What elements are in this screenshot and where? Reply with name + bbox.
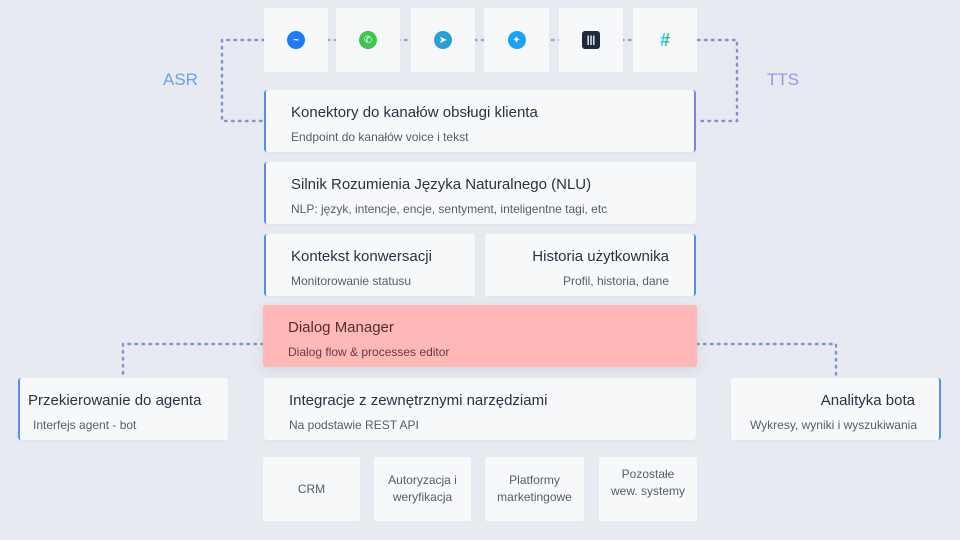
system-auth: Autoryzacja i weryfikacja (374, 457, 471, 521)
channel-tile-twitter: ✦ (484, 8, 549, 72)
nlu-title: Silnik Rozumienia Języka Naturalnego (NL… (291, 176, 592, 193)
asr-label: ASR (163, 70, 198, 89)
integrations-card: Integracje z zewnętrznymi narzędziami Na… (264, 378, 696, 440)
slack-icon: # (659, 29, 670, 50)
history-subtitle: Profil, historia, dane (562, 274, 669, 288)
telegram-icon: ➤ (434, 31, 452, 49)
messenger-icon: ~ (287, 31, 305, 49)
asr-line (220, 38, 266, 123)
history-card: Historia użytkownika Profil, historia, d… (485, 234, 696, 296)
system-marketing: Platformy marketingowe (485, 457, 584, 521)
connectors-card: Konektory do kanałów obsługi klienta End… (264, 90, 696, 152)
analytics-title: Analityka bota (820, 392, 915, 409)
agent-title: Przekierowanie do agenta (28, 392, 202, 409)
channel-tile-intercom: ||| (559, 8, 623, 72)
whatsapp-icon: ✆ (359, 31, 377, 49)
dialog-manager-card: Dialog Manager Dialog flow & processes e… (263, 305, 697, 367)
analytics-line (695, 342, 838, 380)
channel-tile-whatsapp: ✆ (336, 8, 400, 72)
context-card: Kontekst konwersacji Monitorowanie statu… (264, 234, 475, 296)
system-other: Pozostałe wew. systemy (599, 457, 697, 521)
context-title: Kontekst konwersacji (291, 248, 432, 265)
analytics-subtitle: Wykresy, wyniki i wyszukiwania (749, 418, 917, 432)
nlu-card: Silnik Rozumienia Języka Naturalnego (NL… (264, 162, 696, 224)
agent-subtitle: Interfejs agent - bot (33, 418, 137, 432)
integrations-subtitle: Na podstawie REST API (289, 418, 419, 432)
channel-tile-telegram: ➤ (411, 8, 475, 72)
channel-tile-slack: # (633, 8, 697, 72)
nlu-subtitle: NLP: język, intencje, encje, sentyment, … (291, 202, 608, 216)
history-title: Historia użytkownika (532, 248, 669, 265)
twitter-icon: ✦ (507, 31, 526, 49)
connectors-subtitle: Endpoint do kanałów voice i tekst (291, 130, 469, 144)
agent-line (121, 342, 265, 380)
system-crm: CRM (263, 457, 360, 521)
dialog-subtitle: Dialog flow & processes editor (288, 345, 450, 359)
tts-line (696, 38, 739, 123)
connectors-title: Konektory do kanałów obsługi klienta (291, 104, 538, 121)
tts-label: TTS (767, 70, 800, 89)
context-subtitle: Monitorowanie statusu (291, 274, 412, 288)
agent-card: Przekierowanie do agenta Interfejs agent… (18, 378, 228, 440)
integrations-title: Integracje z zewnętrznymi narzędziami (289, 392, 548, 409)
channel-tile-messenger: ~ (264, 8, 328, 72)
intercom-icon: ||| (582, 31, 600, 49)
analytics-card: Analityka bota Wykresy, wyniki i wyszuki… (731, 378, 941, 440)
dialog-title: Dialog Manager (288, 319, 394, 336)
